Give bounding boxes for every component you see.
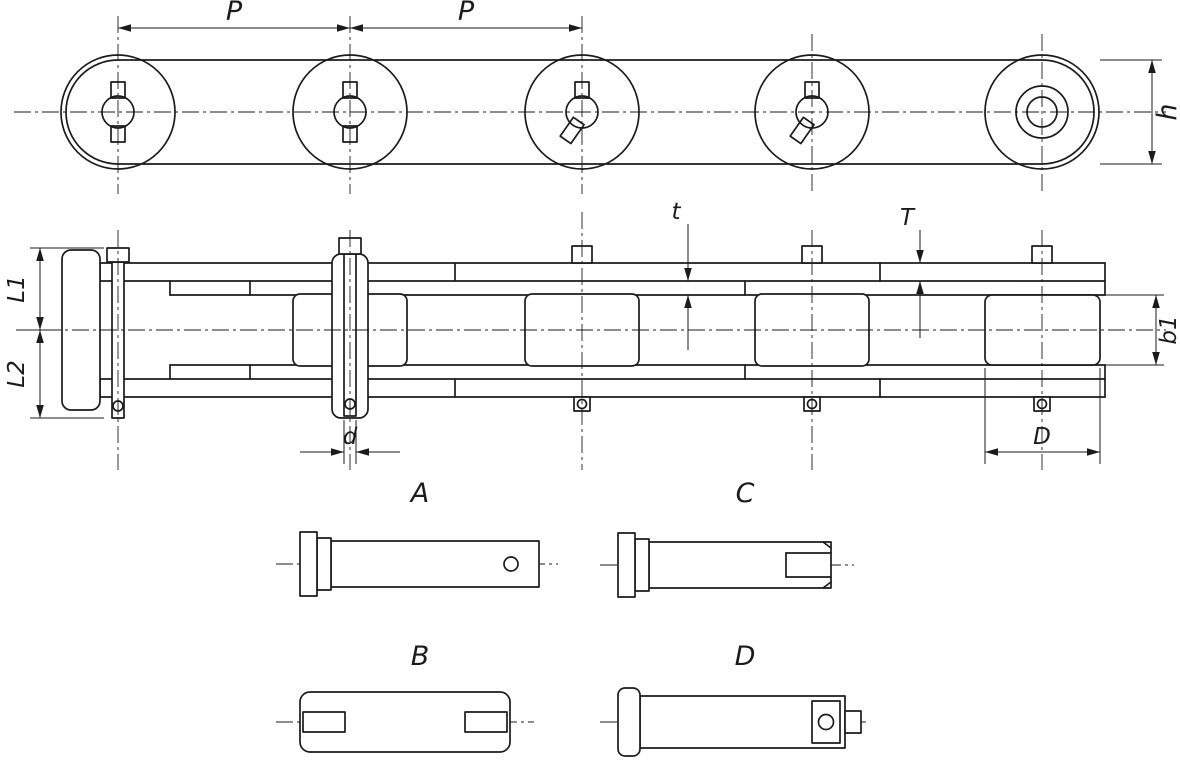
dim-b1: b1 (1102, 294, 1180, 366)
slot-left (302, 711, 346, 733)
dim-label-pitch-1: P (226, 0, 243, 27)
pin-variant-label-d: D (735, 641, 756, 672)
cotter-hole (503, 556, 519, 572)
cotter-pin-hole (817, 713, 835, 731)
pin-variant-label-c: C (736, 478, 755, 509)
dim-height: h (1100, 59, 1180, 165)
side-view-centerlines (14, 16, 1166, 194)
dim-l1-l2: L1 L2 (4, 247, 104, 419)
dim-label-roller-d: D (1033, 424, 1051, 450)
pin-detail-c: C (600, 478, 854, 598)
dim-label-l2: L2 (4, 360, 30, 387)
pin-detail-d: D (600, 641, 866, 757)
cotter-tab (844, 710, 862, 734)
dim-label-t-inner: t (671, 199, 681, 225)
pin-variant-label-b: B (411, 641, 430, 672)
pin-detail-a: A (276, 478, 558, 597)
dim-label-height: h (1152, 103, 1180, 120)
plan-view: L1 L2 t T b1 d (4, 199, 1180, 470)
dim-plate-t: t (671, 199, 692, 350)
side-view-pins (101, 81, 1069, 145)
dim-plate-T: T (900, 205, 924, 338)
dim-label-pitch-2: P (458, 0, 475, 27)
dim-label-l1: L1 (4, 275, 30, 302)
side-view: P P h (14, 0, 1180, 194)
dim-pitch: P P (118, 0, 582, 32)
dim-roller-D: D (984, 368, 1101, 464)
pin-variant-label-a: A (409, 478, 429, 509)
dim-label-b1: b1 (1156, 315, 1180, 344)
slot-right (464, 711, 508, 733)
dim-label-t-outer: T (900, 205, 916, 231)
plan-view-centerlines (16, 212, 1166, 470)
pin-detail-b: B (276, 641, 534, 753)
dim-label-pin-d: d (343, 424, 358, 450)
side-view-rollers (60, 54, 1100, 170)
side-view-link-plates (65, 59, 1095, 165)
dim-pin-d: d (300, 420, 400, 464)
